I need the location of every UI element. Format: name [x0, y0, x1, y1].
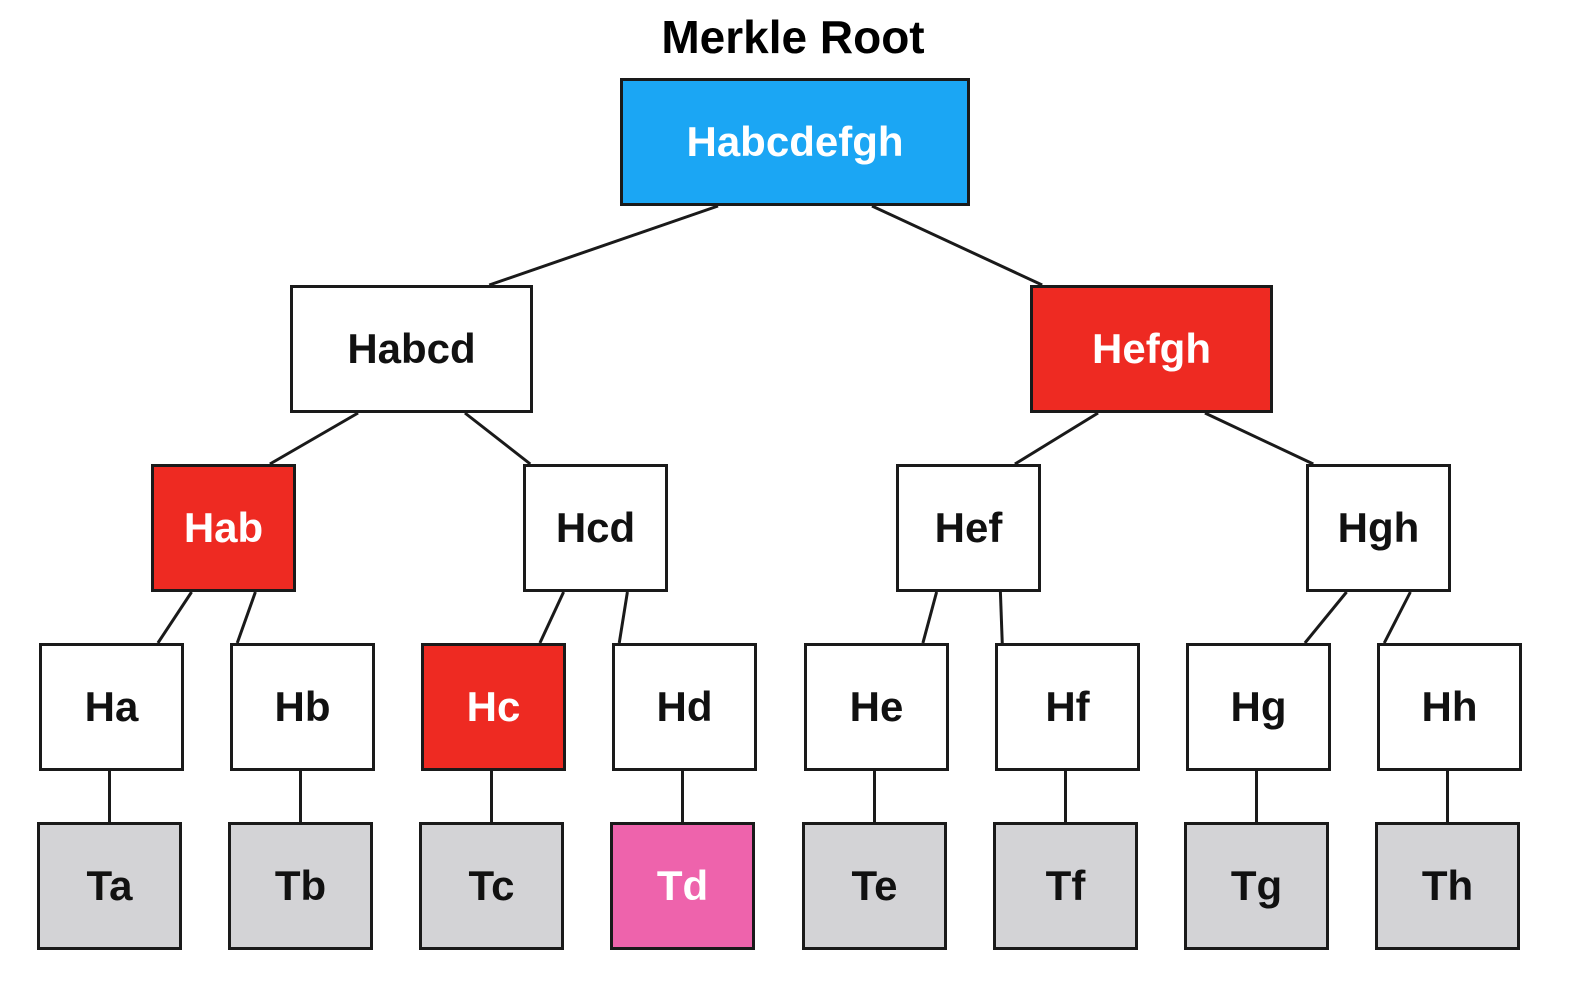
node-label: Tb	[274, 862, 327, 909]
hash-node-ha: Ha	[39, 643, 184, 771]
node-label: Hb	[274, 683, 331, 730]
hash-node-hd: Hd	[612, 643, 757, 771]
hash-node-hb: Hb	[230, 643, 375, 771]
node-label: Habcdefgh	[686, 118, 904, 165]
edge-root-hefgh	[871, 204, 1043, 287]
edge-hgh-hg	[1303, 591, 1348, 644]
edge-hab-ha	[156, 591, 193, 644]
hash-node-hf: Hf	[995, 643, 1140, 771]
edge-hefgh-hef	[1014, 411, 1099, 466]
hash-node-he: He	[804, 643, 949, 771]
node-label: Ta	[86, 862, 133, 909]
transaction-node-td: Td	[610, 822, 755, 950]
edge-habcd-hcd	[464, 411, 532, 466]
hash-node-hab: Hab	[151, 464, 296, 592]
transaction-node-th: Th	[1375, 822, 1520, 950]
node-label: Te	[851, 862, 898, 909]
edge-hef-hf	[998, 591, 1004, 644]
transaction-node-te: Te	[802, 822, 947, 950]
transaction-node-tc: Tc	[419, 822, 564, 950]
node-label: Hef	[934, 504, 1003, 551]
node-label: Hcd	[555, 504, 636, 551]
node-label: Tg	[1230, 862, 1283, 909]
hash-node-hefgh: Hefgh	[1030, 285, 1273, 413]
node-label: Hf	[1045, 683, 1090, 730]
hash-node-habcd: Habcd	[290, 285, 533, 413]
node-label: Hc	[466, 683, 521, 730]
node-label: Tc	[468, 862, 515, 909]
hash-node-hef: Hef	[896, 464, 1041, 592]
node-label: Hgh	[1337, 504, 1420, 551]
node-label: Habcd	[347, 325, 476, 372]
diagram-title: Merkle Root	[661, 11, 925, 63]
node-label: Hefgh	[1092, 325, 1211, 372]
edge-hcd-hd	[617, 591, 629, 644]
edge-hab-hb	[235, 591, 257, 644]
transaction-node-tg: Tg	[1184, 822, 1329, 950]
hash-node-hh: Hh	[1377, 643, 1522, 771]
transaction-node-tb: Tb	[228, 822, 373, 950]
node-label: Hab	[183, 504, 264, 551]
node-label: Th	[1421, 862, 1474, 909]
hash-node-hg: Hg	[1186, 643, 1331, 771]
edge-root-habcd	[488, 204, 719, 287]
node-label: Hd	[656, 683, 713, 730]
hash-node-hc: Hc	[421, 643, 566, 771]
edge-hef-he	[921, 591, 939, 644]
edge-habcd-hab	[269, 411, 359, 466]
node-label: He	[849, 683, 904, 730]
node-label: Hg	[1230, 683, 1287, 730]
edge-hefgh-hgh	[1204, 411, 1314, 466]
hash-node-hcd: Hcd	[523, 464, 668, 592]
edge-hgh-hh	[1382, 591, 1412, 644]
node-label: Td	[656, 862, 709, 909]
merkle-root-node: Habcdefgh	[620, 78, 970, 206]
node-label: Hh	[1421, 683, 1478, 730]
edge-hcd-hc	[538, 591, 565, 644]
hash-node-hgh: Hgh	[1306, 464, 1451, 592]
node-label: Tf	[1045, 862, 1086, 909]
transaction-node-tf: Tf	[993, 822, 1138, 950]
node-label: Ha	[84, 683, 139, 730]
transaction-node-ta: Ta	[37, 822, 182, 950]
